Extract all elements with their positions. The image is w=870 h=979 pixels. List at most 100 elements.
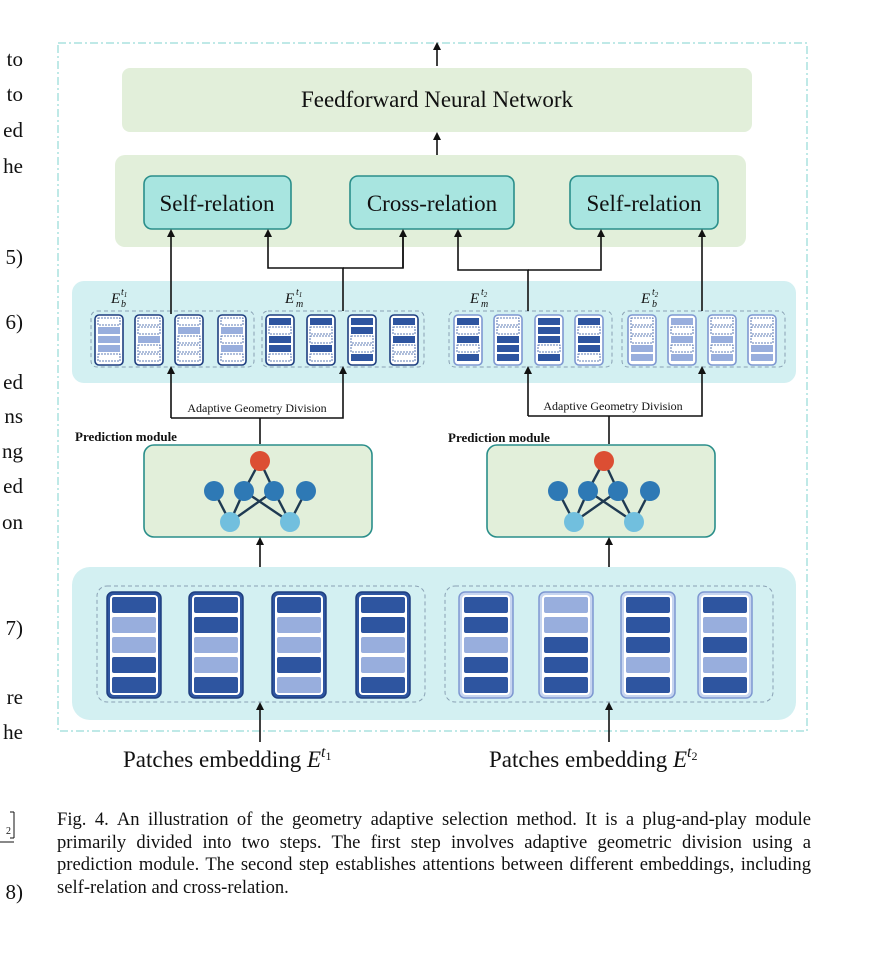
patch-token: [361, 597, 405, 613]
margin-fragment: to: [6, 47, 23, 71]
embedding-token: [671, 354, 693, 361]
patch-token: [703, 677, 747, 693]
masked-token: [137, 353, 161, 362]
patch-columns: [106, 591, 753, 699]
masked-token: [97, 317, 121, 326]
masked-token: [496, 317, 520, 326]
masked-token: [309, 335, 333, 344]
embedding-token: [351, 327, 373, 334]
patch-token: [544, 617, 588, 633]
masked-token: [456, 326, 480, 335]
masked-token: [750, 335, 774, 344]
svg-text:t2: t2: [652, 287, 659, 299]
masked-token: [177, 317, 201, 326]
margin-fragment: he: [3, 154, 23, 178]
patch-token: [703, 637, 747, 653]
margin-fragment: on: [2, 510, 23, 534]
margin-fragment: to: [6, 82, 23, 106]
patch-token: [361, 657, 405, 673]
prediction-networks: [204, 451, 660, 532]
embedding-token: [269, 345, 291, 352]
patches-embedding-label-t1: Patches embedding Et1: [123, 744, 331, 772]
masked-token: [309, 353, 333, 362]
margin-fragment: ng: [2, 439, 23, 463]
masked-token: [750, 326, 774, 335]
svg-text:E: E: [640, 291, 650, 307]
masked-token: [137, 317, 161, 326]
embedding-token: [751, 354, 773, 361]
agd-connectors: [167, 366, 706, 444]
masked-token: [496, 326, 520, 335]
embedding-token: [538, 336, 560, 343]
agd-label-right: Adaptive Geometry Division: [543, 399, 682, 413]
patch-token: [194, 677, 238, 693]
masked-token: [137, 326, 161, 335]
patch-token: [277, 617, 321, 633]
patches-panel: [72, 567, 796, 720]
masked-token: [577, 326, 601, 335]
prediction-module-right: [486, 444, 716, 538]
masked-token: [350, 344, 374, 353]
masked-token: [537, 344, 561, 353]
masked-token: [220, 335, 244, 344]
figure-caption: Fig. 4.An illustration of the geometry a…: [57, 809, 811, 899]
margin-fragment: ed: [3, 370, 23, 394]
patch-token: [277, 657, 321, 673]
embedding-token: [269, 336, 291, 343]
caption-prefix: Fig. 4.: [57, 809, 109, 830]
embedding-token: [671, 318, 693, 325]
network-input-node: [564, 512, 584, 532]
masked-token: [97, 353, 121, 362]
embedding-token: [497, 336, 519, 343]
embedding-token: [221, 327, 243, 334]
patch-token: [544, 637, 588, 653]
patch-token: [277, 677, 321, 693]
svg-text:t1: t1: [296, 287, 302, 299]
network-hidden-node: [640, 481, 660, 501]
embedding-token: [538, 354, 560, 361]
embedding-token: [538, 318, 560, 325]
patch-token: [544, 597, 588, 613]
embedding-token: [351, 354, 373, 361]
embedding-token: [98, 345, 120, 352]
network-hidden-node: [264, 481, 284, 501]
embedding-token: [98, 336, 120, 343]
embedding-label-eb-t2: E b t2: [640, 287, 659, 310]
patch-token: [112, 677, 156, 693]
patch-token: [703, 597, 747, 613]
network-hidden-node: [296, 481, 316, 501]
patch-token: [361, 677, 405, 693]
masked-token: [670, 344, 694, 353]
network-hidden-node: [234, 481, 254, 501]
embedding-token: [457, 318, 479, 325]
embedding-to-relation-connectors: [167, 229, 706, 314]
cross-relation-label: Cross-relation: [367, 191, 498, 216]
embedding-token: [538, 327, 560, 334]
masked-token: [137, 344, 161, 353]
patch-token: [464, 617, 508, 633]
equation-fragment: 2: [0, 811, 15, 843]
embedding-token: [578, 345, 600, 352]
patch-token: [361, 617, 405, 633]
patch-token: [464, 637, 508, 653]
margin-fragment: he: [3, 720, 23, 744]
network-hidden-node: [578, 481, 598, 501]
network-output-node: [594, 451, 614, 471]
svg-text:t2: t2: [481, 287, 488, 299]
patch-token: [112, 657, 156, 673]
feedforward-block: [122, 68, 752, 132]
masked-token: [392, 326, 416, 335]
geometry-adaptive-selection-diagram: Feedforward Neural Network Self-relation…: [57, 42, 808, 772]
patch-token: [277, 597, 321, 613]
embedding-token: [751, 345, 773, 352]
embedding-token: [578, 318, 600, 325]
caption-text: An illustration of the geometry adaptive…: [57, 809, 811, 898]
self-relation-label-2: Self-relation: [587, 191, 702, 216]
margin-fragment: 7): [5, 616, 24, 640]
embedding-token: [631, 354, 653, 361]
margin-fragment: 8): [5, 880, 24, 904]
masked-token: [309, 326, 333, 335]
prediction-label-right: Prediction module: [448, 430, 550, 445]
embedding-token: [98, 327, 120, 334]
masked-token: [630, 317, 654, 326]
